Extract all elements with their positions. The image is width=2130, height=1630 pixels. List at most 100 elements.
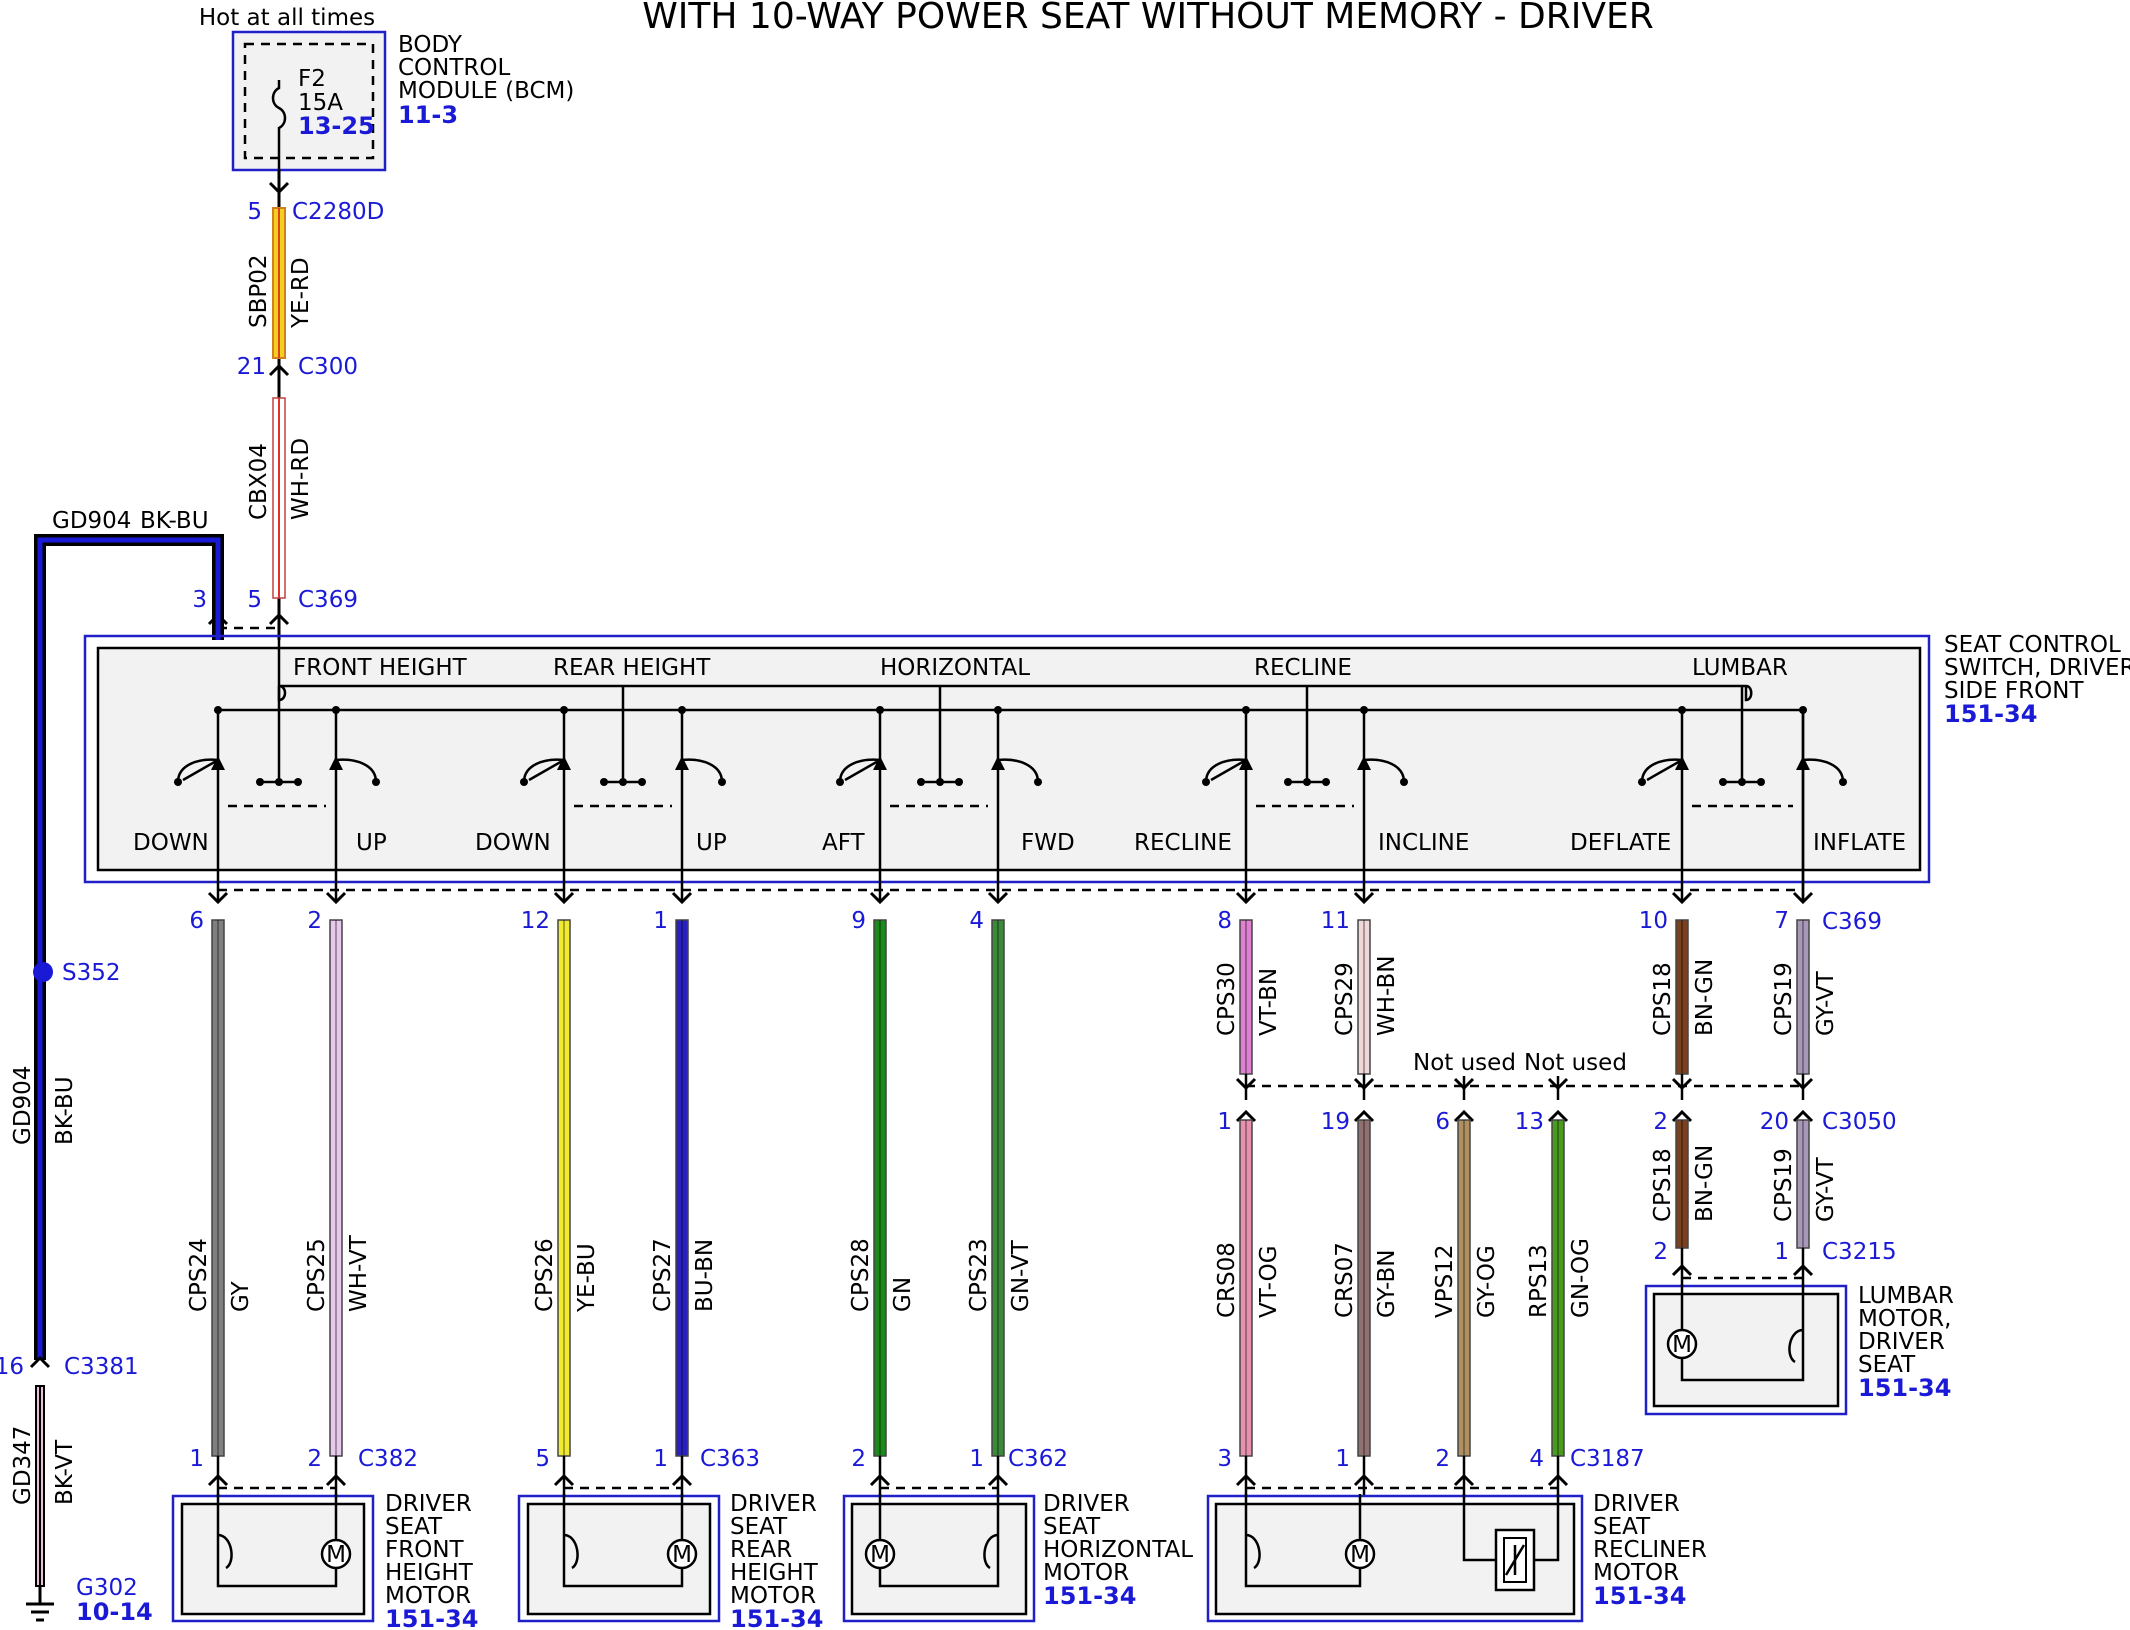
- svg-text:10-14: 10-14: [76, 1598, 153, 1626]
- pin-label: 2: [851, 1446, 866, 1472]
- svg-text:151-34: 151-34: [730, 1605, 823, 1630]
- svg-text:BODY: BODY: [398, 32, 463, 58]
- svg-text:MOTOR: MOTOR: [1593, 1560, 1679, 1586]
- fuse-f2-icon: [271, 80, 287, 170]
- hot-at-all-times-label: Hot at all times: [199, 5, 375, 31]
- svg-text:3: 3: [192, 587, 207, 613]
- svg-text:FRONT: FRONT: [385, 1537, 465, 1563]
- circuit-label: CRS07: [1332, 1242, 1358, 1318]
- svg-text:MOTOR: MOTOR: [385, 1583, 471, 1609]
- svg-text:CBX04: CBX04: [246, 443, 272, 520]
- circuit-label: CPS19: [1771, 962, 1797, 1036]
- svg-text:SEAT: SEAT: [730, 1514, 788, 1540]
- color-label: GY-BN: [1374, 1250, 1400, 1318]
- lumbar-motor: M: [1644, 1284, 1848, 1416]
- circuit-label: CPS19: [1771, 1148, 1797, 1222]
- circuit-label: CPS30: [1214, 962, 1240, 1036]
- svg-text:SEAT: SEAT: [385, 1514, 443, 1540]
- svg-text:M: M: [870, 1542, 890, 1568]
- pin-label: 1: [1335, 1446, 1350, 1472]
- svg-text:SWITCH, DRIVER: SWITCH, DRIVER: [1944, 655, 2130, 681]
- svg-text:MOTOR: MOTOR: [1043, 1560, 1129, 1586]
- circuit-label: CPS24: [186, 1238, 212, 1312]
- svg-text:FRONT HEIGHT: FRONT HEIGHT: [293, 655, 468, 681]
- pin-label: 1: [1774, 1239, 1789, 1265]
- svg-text:DRIVER: DRIVER: [1593, 1491, 1680, 1517]
- color-label: BU-BN: [692, 1239, 718, 1312]
- svg-text:UP: UP: [356, 830, 387, 856]
- svg-text:G302: G302: [76, 1575, 138, 1601]
- color-label: GN-VT: [1008, 1239, 1034, 1312]
- circuit-label: CPS26: [532, 1238, 558, 1312]
- pin-label: 6: [1435, 1109, 1450, 1135]
- front-height-motor: M: [171, 1494, 375, 1623]
- svg-text:S352: S352: [62, 960, 121, 986]
- pin-label: 1: [653, 1446, 668, 1472]
- color-label: WH-VT: [346, 1234, 372, 1312]
- svg-text:Not used: Not used: [1524, 1050, 1627, 1076]
- svg-text:DRIVER: DRIVER: [1858, 1329, 1945, 1355]
- pin-label: 8: [1217, 908, 1232, 934]
- pin-label: 4: [1529, 1446, 1544, 1472]
- svg-text:RECLINE: RECLINE: [1254, 655, 1352, 681]
- svg-text:BK-BU: BK-BU: [52, 1076, 78, 1145]
- svg-text:RECLINE: RECLINE: [1134, 830, 1232, 856]
- recliner-motor: M: [1206, 1494, 1584, 1623]
- svg-text:DOWN: DOWN: [133, 830, 209, 856]
- svg-text:C300: C300: [298, 354, 358, 380]
- svg-text:UP: UP: [696, 830, 727, 856]
- pin-label: 10: [1639, 908, 1668, 934]
- circuit-label: CRS08: [1214, 1242, 1240, 1318]
- svg-text:M: M: [672, 1542, 692, 1568]
- svg-text:LUMBAR: LUMBAR: [1692, 655, 1788, 681]
- pin-label: 2: [307, 1446, 322, 1472]
- svg-text:151-34: 151-34: [385, 1605, 478, 1630]
- svg-text:C3381: C3381: [64, 1354, 139, 1380]
- svg-text:M: M: [326, 1542, 346, 1568]
- svg-text:MOTOR: MOTOR: [730, 1583, 816, 1609]
- svg-text:SEAT: SEAT: [1593, 1514, 1651, 1540]
- svg-text:C369: C369: [1822, 909, 1882, 935]
- svg-text:C3050: C3050: [1822, 1109, 1897, 1135]
- svg-text:DRIVER: DRIVER: [730, 1491, 817, 1517]
- circuit-label: CPS28: [848, 1238, 874, 1312]
- svg-text:SIDE FRONT: SIDE FRONT: [1944, 678, 2084, 704]
- svg-text:13-25: 13-25: [298, 112, 375, 140]
- color-label: YE-BU: [574, 1243, 600, 1313]
- svg-text:151-34: 151-34: [1593, 1582, 1686, 1610]
- pin-label: 2: [1653, 1239, 1668, 1265]
- svg-text:BK-BU: BK-BU: [140, 508, 209, 534]
- color-label: BN-GN: [1692, 1145, 1718, 1222]
- svg-text:C382: C382: [358, 1446, 418, 1472]
- circuit-label: CPS23: [966, 1238, 992, 1312]
- pin-label: 1: [189, 1446, 204, 1472]
- svg-text:15A: 15A: [298, 90, 343, 116]
- svg-text:REAR: REAR: [730, 1537, 792, 1563]
- pin-label: 20: [1760, 1109, 1789, 1135]
- svg-text:16: 16: [0, 1354, 24, 1380]
- pin-label: 13: [1515, 1109, 1544, 1135]
- pin-label: 1: [653, 908, 668, 934]
- pin-label: 4: [969, 908, 984, 934]
- svg-text:GD904: GD904: [10, 1066, 36, 1145]
- circuit-label: RPS13: [1526, 1244, 1552, 1318]
- pin-label: 12: [521, 908, 550, 934]
- color-label: GY-VT: [1813, 970, 1839, 1036]
- svg-text:SBP02: SBP02: [246, 254, 272, 328]
- circuit-label: CPS27: [650, 1238, 676, 1312]
- pin-label: 6: [189, 908, 204, 934]
- svg-text:C362: C362: [1008, 1446, 1068, 1472]
- svg-text:HEIGHT: HEIGHT: [730, 1560, 819, 1586]
- pin-label: 2: [1435, 1446, 1450, 1472]
- color-label: VT-OG: [1256, 1245, 1282, 1318]
- svg-text:YE-RD: YE-RD: [288, 257, 314, 329]
- svg-text:5: 5: [247, 199, 262, 225]
- circuit-label: CPS18: [1650, 1148, 1676, 1222]
